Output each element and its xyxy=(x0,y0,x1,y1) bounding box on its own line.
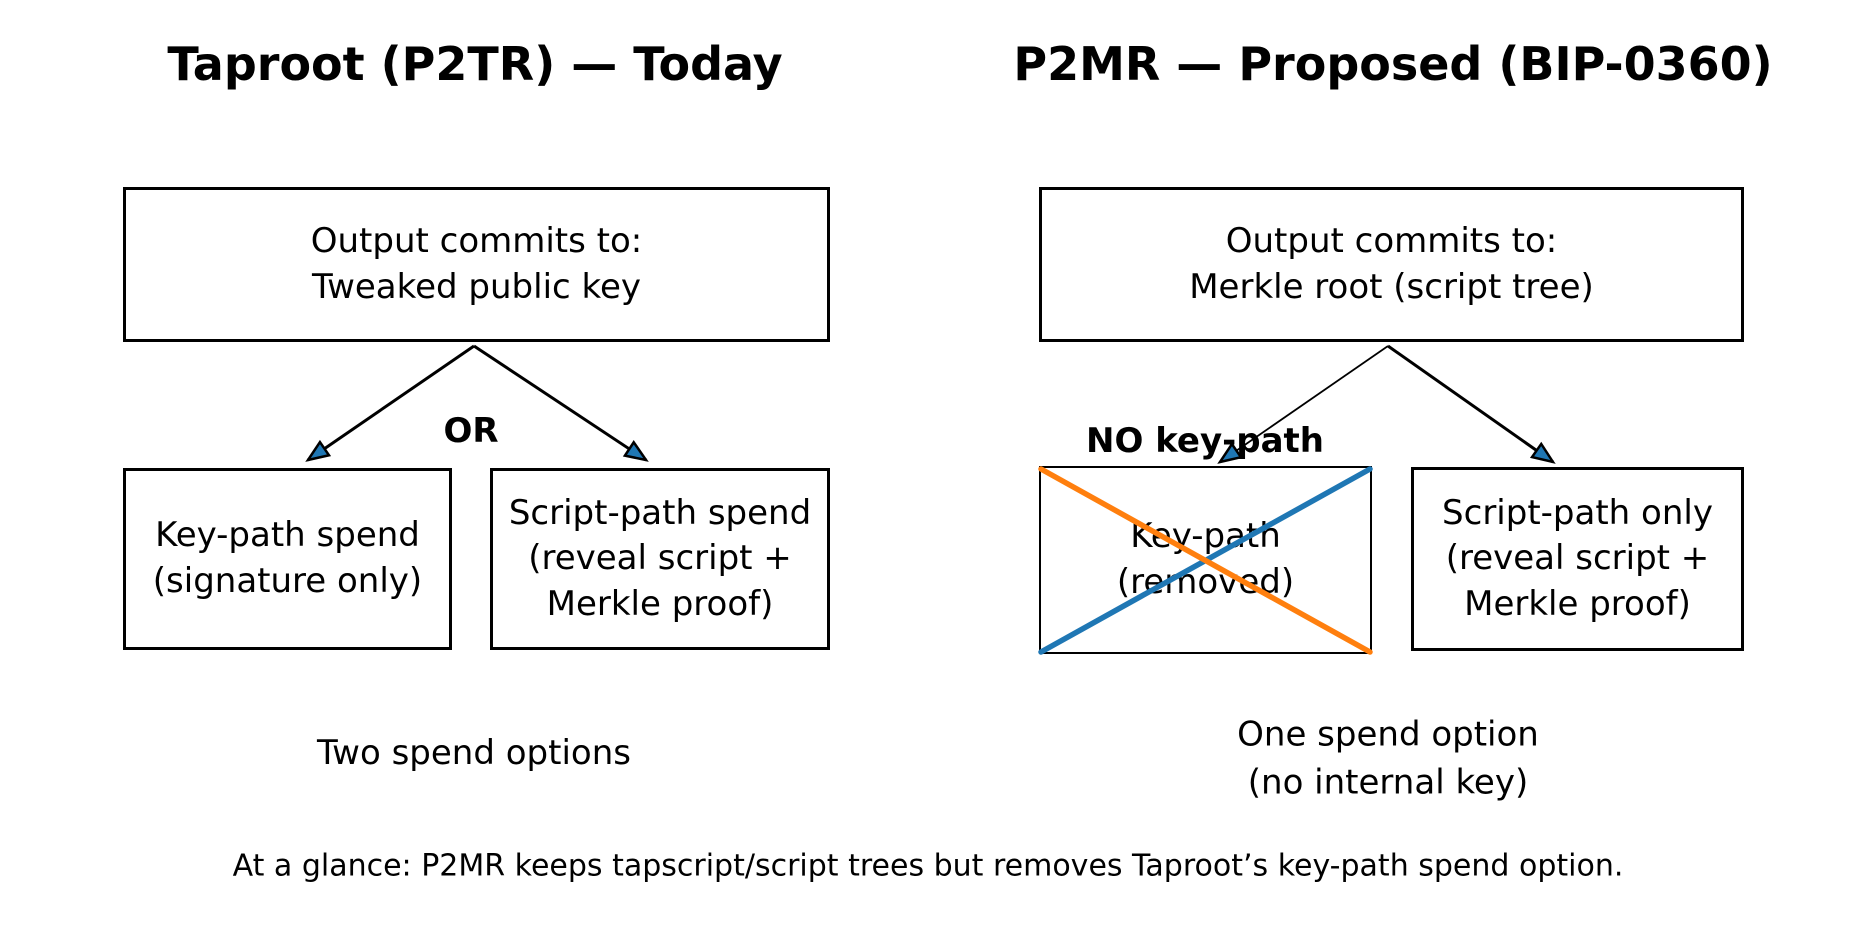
p2tr-caption: Two spend options xyxy=(317,733,631,774)
right-panel-title: P2MR — Proposed (BIP-0360) xyxy=(1013,37,1773,91)
p2tr-left-arrowhead-icon xyxy=(305,439,332,462)
p2mr-output-box-text: Output commits to: Merkle root (script t… xyxy=(1189,220,1594,307)
p2mr-caption: One spend option (no internal key) xyxy=(1237,714,1539,802)
p2tr-keypath-box: Key-path spend (signature only) xyxy=(123,468,452,650)
p2mr-scriptpath-box-text: Script-path only (reveal script + Merkle… xyxy=(1442,492,1713,624)
left-panel-title: Taproot (P2TR) — Today xyxy=(167,37,783,91)
p2tr-scriptpath-box: Script-path spend (reveal script + Merkl… xyxy=(490,468,830,650)
no-keypath-label: NO key-path xyxy=(1086,421,1324,461)
p2mr-right-arrow-shaft xyxy=(1387,344,1554,464)
p2mr-scriptpath-box: Script-path only (reveal script + Merkle… xyxy=(1411,467,1744,651)
p2mr-keypath-removed-box: Key-path (removed) xyxy=(1039,466,1372,654)
p2tr-right-arrow-shaft xyxy=(473,344,647,462)
or-label: OR xyxy=(443,411,499,451)
p2tr-right-arrowhead-icon xyxy=(622,440,649,462)
p2mr-right-arrowhead-icon xyxy=(1529,441,1556,464)
p2tr-output-box: Output commits to: Tweaked public key xyxy=(123,187,830,342)
p2tr-scriptpath-box-text: Script-path spend (reveal script + Merkl… xyxy=(508,492,812,624)
p2tr-keypath-box-text: Key-path spend (signature only) xyxy=(152,515,423,601)
footer-note: At a glance: P2MR keeps tapscript/script… xyxy=(232,848,1624,884)
p2tr-output-box-text: Output commits to: Tweaked public key xyxy=(310,220,643,307)
p2mr-output-box: Output commits to: Merkle root (script t… xyxy=(1039,187,1744,342)
p2mr-keypath-removed-box-text: Key-path (removed) xyxy=(1116,516,1295,602)
